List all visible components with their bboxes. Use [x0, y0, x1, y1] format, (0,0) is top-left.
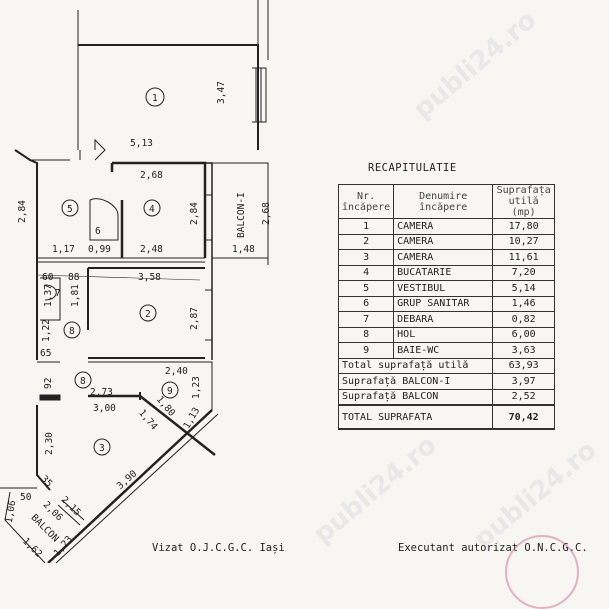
room-number: 8: [69, 326, 75, 337]
dimension: 1,48: [232, 244, 255, 255]
room-number: 2: [145, 309, 151, 320]
dimension: 2,68: [261, 202, 272, 225]
header-area: Suprafața utilă (mp): [492, 184, 556, 219]
stamp: [505, 535, 579, 609]
cell-name: CAMERA: [393, 249, 494, 266]
cell-nr: 6: [337, 295, 395, 312]
dimension: 2,30: [44, 432, 55, 455]
total-label: Total suprafață utilă: [337, 357, 494, 374]
cell-area: 3,63: [492, 342, 556, 359]
balcon-i-label: BALCON-I: [236, 192, 247, 238]
cell-nr: 2: [337, 233, 395, 250]
dimension: 1,22: [41, 319, 52, 342]
dimension: 2,84: [189, 202, 200, 225]
cell-nr: 1: [337, 218, 395, 235]
dimension: 65: [40, 348, 51, 359]
dimension: 1,17: [52, 244, 75, 255]
cell-name: CAMERA: [393, 218, 494, 235]
dimension: 88: [68, 272, 80, 283]
dimension: 50: [20, 492, 32, 503]
cell-name: CAMERA: [393, 233, 494, 250]
cell-area: 6,00: [492, 326, 556, 343]
floor-plan: 1 5 4 6 7 2 8 8 9 3 3,47 5,13 2,68 2,84 …: [0, 0, 272, 563]
dimension: 60: [42, 272, 54, 283]
grand-total-value: 70,42: [492, 404, 556, 430]
total-value: 2,52: [492, 388, 556, 406]
cell-area: 0,82: [492, 311, 556, 328]
cell-name: DEBARA: [393, 311, 494, 328]
cell-name: BUCATARIE: [393, 264, 494, 281]
dimension: 1,06: [4, 499, 19, 524]
room-number: 8: [80, 376, 86, 387]
cell-name: GRUP SANITAR: [393, 295, 494, 312]
room-number: 1: [152, 93, 158, 104]
room-number: 4: [149, 204, 155, 215]
header-name: Denumire încăpere: [393, 184, 494, 219]
dimension: 2,68: [140, 170, 163, 181]
dimension: 2,87: [189, 307, 200, 330]
dimension: 1,62: [20, 536, 44, 560]
cell-nr: 9: [337, 342, 395, 359]
cell-nr: 7: [337, 311, 395, 328]
room-number: 6: [95, 226, 101, 237]
cell-area: 5,14: [492, 280, 556, 297]
cell-nr: 5: [337, 280, 395, 297]
cell-name: BAIE-WC: [393, 342, 494, 359]
room-number: 3: [99, 443, 105, 454]
dimension: 35: [39, 474, 55, 490]
cell-nr: 8: [337, 326, 395, 343]
room-markers: 1 5 4 6 7 2 8 8 9 3: [55, 87, 179, 456]
grand-total-row: TOTAL SUPRAFATA 70,42: [337, 404, 556, 430]
recap-table: Nr. încăpere Denumire încăpere Suprafața…: [337, 184, 556, 430]
dimension: 1,81: [70, 284, 81, 307]
cell-name: HOL: [393, 326, 494, 343]
recap-title: RECAPITULATIE: [368, 162, 457, 174]
cell-area: 10,27: [492, 233, 556, 250]
cell-nr: 3: [337, 249, 395, 266]
total-label: Suprafață BALCON-I: [337, 373, 494, 390]
dimension: 3,00: [93, 403, 116, 414]
dimension: 1,74: [136, 408, 159, 433]
dimension: 2,40: [165, 366, 188, 377]
dimension: 3,58: [138, 272, 161, 283]
dimension: 3,47: [216, 81, 227, 104]
room-number: 5: [67, 204, 73, 215]
room-number: 7: [55, 288, 61, 299]
room-number: 9: [167, 386, 173, 397]
footer-vizat: Vizat O.J.C.G.C. Iași: [152, 542, 285, 554]
dimension: 5,13: [130, 138, 153, 149]
cell-area: 11,61: [492, 249, 556, 266]
cell-nr: 4: [337, 264, 395, 281]
dimension: 1,23: [191, 376, 202, 399]
cell-area: 17,80: [492, 218, 556, 235]
total-value: 63,93: [492, 357, 556, 374]
dimension: 92: [43, 378, 54, 389]
dimension: 1,37: [43, 284, 54, 307]
total-label: Suprafață BALCON: [337, 388, 494, 406]
cell-area: 1,46: [492, 295, 556, 312]
dimension: 2,48: [140, 244, 163, 255]
dimension: 1,13: [181, 406, 202, 431]
cell-name: VESTIBUL: [393, 280, 494, 297]
dimension: 2,84: [17, 200, 28, 223]
dimension: 0,99: [88, 244, 111, 255]
total-value: 3,97: [492, 373, 556, 390]
grand-total-label: TOTAL SUPRAFATA: [337, 404, 494, 430]
dimension: 2,73: [90, 387, 113, 398]
header-nr: Nr. încăpere: [337, 184, 395, 219]
cell-area: 7,20: [492, 264, 556, 281]
